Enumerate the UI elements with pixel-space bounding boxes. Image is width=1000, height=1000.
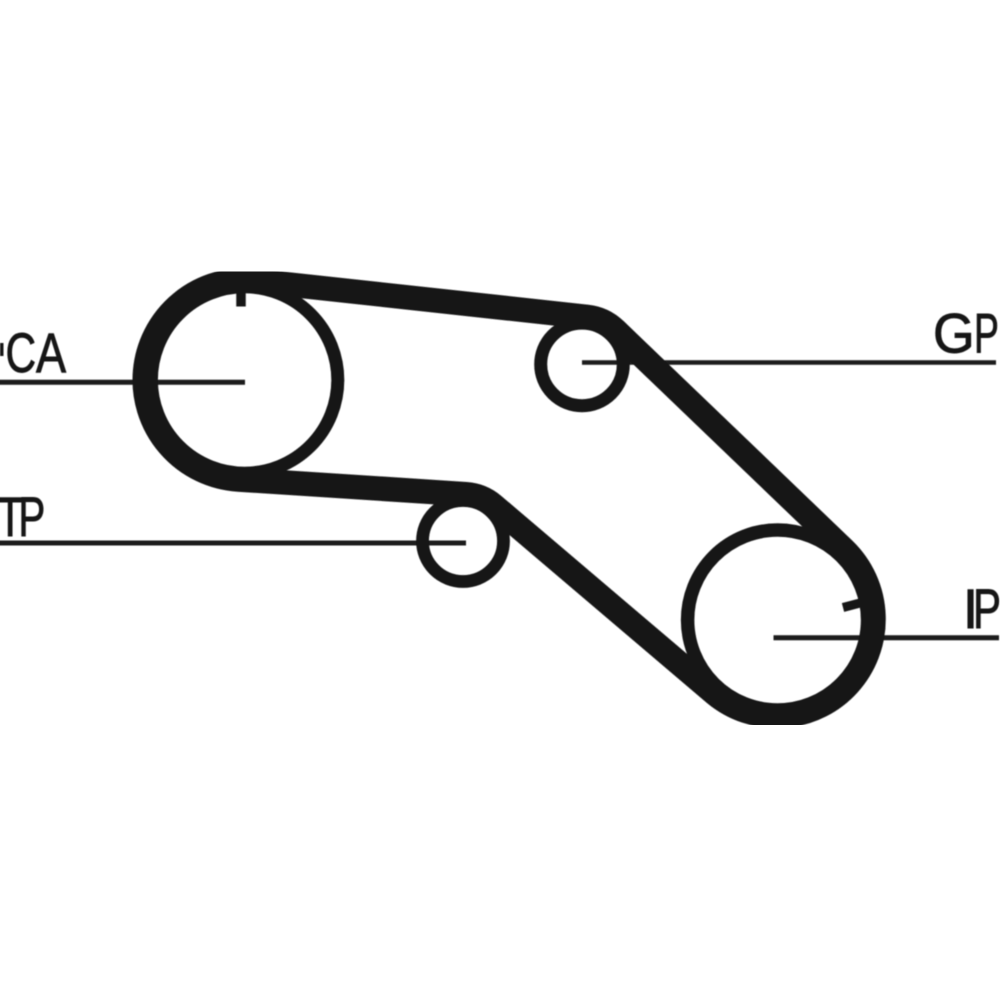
svg-text:C: C <box>6 321 37 384</box>
svg-text:A: A <box>36 321 66 384</box>
svg-text:I: I <box>963 577 979 640</box>
svg-text:P: P <box>973 578 1000 640</box>
svg-text:P: P <box>974 303 999 365</box>
svg-text:G: G <box>933 301 975 364</box>
svg-text:P: P <box>18 487 45 549</box>
svg-text:T: T <box>0 486 23 549</box>
